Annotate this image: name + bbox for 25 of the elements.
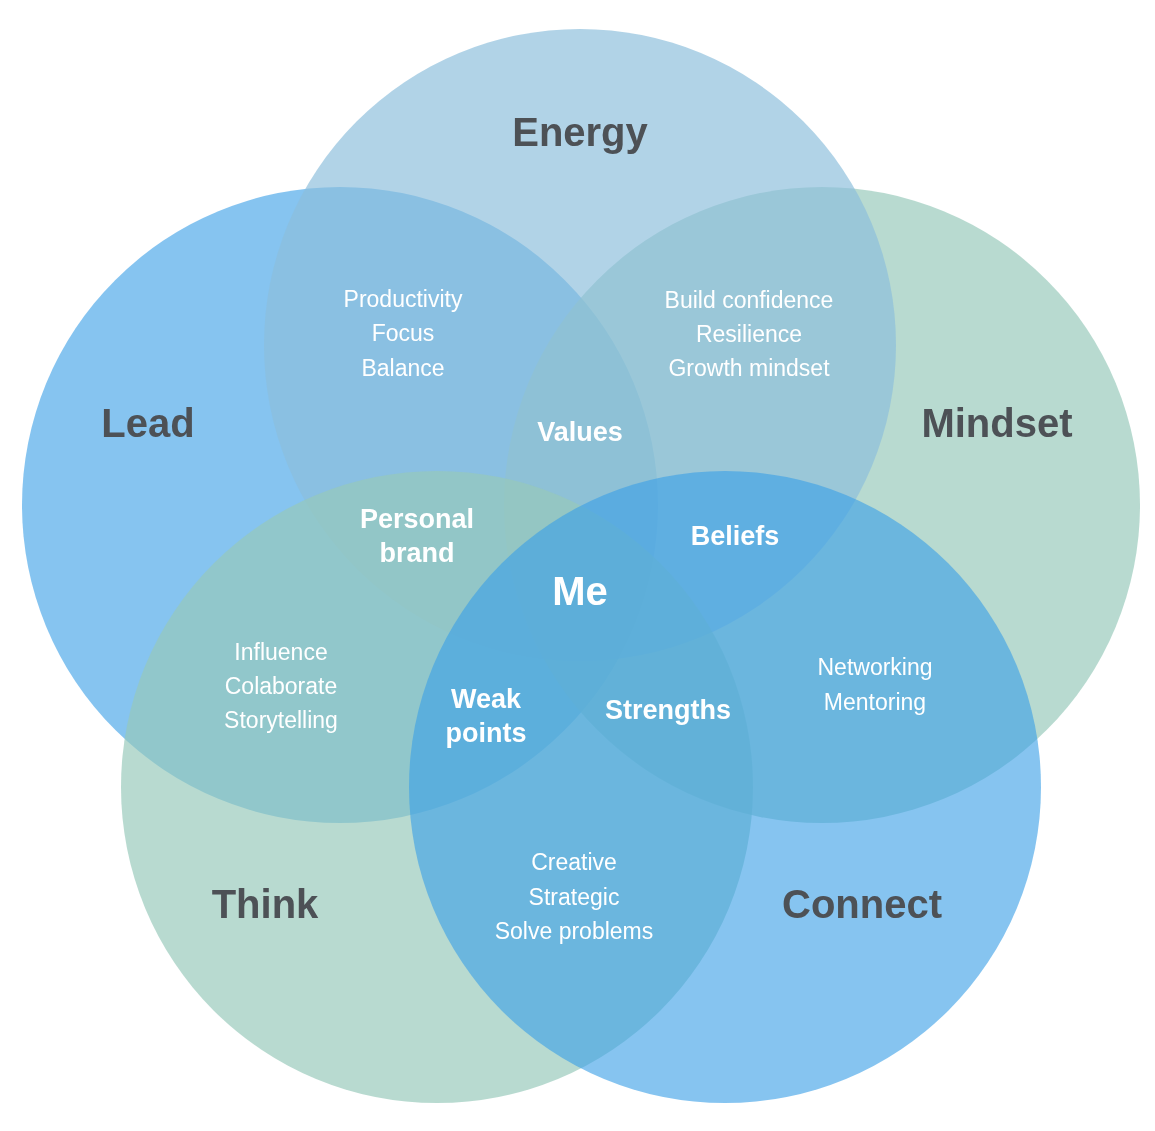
overlap-label: Me (552, 568, 608, 614)
region-label: Storytelling (224, 706, 338, 734)
circle-title: Connect (782, 881, 942, 927)
region-label: Influence (234, 638, 328, 666)
overlap-label: Weak points (444, 683, 528, 750)
region-label: Creative (531, 848, 617, 876)
circle-title: Think (211, 881, 319, 927)
region-label: Strategic (528, 883, 620, 911)
region-label: Build confidence (664, 286, 834, 314)
region-label: Mentoring (823, 688, 927, 716)
region-label: Growth mindset (668, 354, 830, 382)
region-label: Productivity (343, 285, 463, 313)
region-label: Resilience (695, 320, 803, 348)
circle-title: Lead (101, 400, 195, 446)
region-label: Colaborate (224, 672, 338, 700)
overlap-label: Values (537, 416, 623, 448)
region-label: Balance (361, 354, 445, 382)
overlap-label: Strengths (605, 694, 731, 726)
region-label: Solve problems (494, 917, 654, 945)
region-label: Networking (817, 653, 933, 681)
overlap-label: Beliefs (690, 520, 780, 552)
circle-title: Mindset (921, 400, 1073, 446)
overlap-label: Personal brand (358, 503, 476, 570)
region-label: Focus (371, 319, 435, 347)
circle-title: Energy (512, 109, 648, 155)
